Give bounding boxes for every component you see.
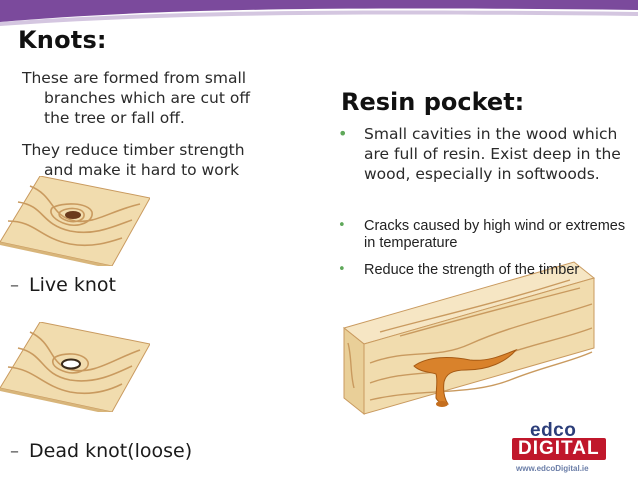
- resin-bullet-text: Cracks caused by high wind or extremes i…: [364, 218, 626, 251]
- resin-bullet-text: Small cavities in the wood which are ful…: [364, 125, 621, 183]
- knots-description-line: branches which are cut off: [44, 89, 251, 107]
- dead-knot-text: Dead knot(loose): [29, 440, 193, 462]
- knots-title: Knots:: [18, 26, 107, 54]
- bullet-icon: •: [338, 124, 348, 143]
- logo-digital-text: DIGITAL: [512, 438, 606, 460]
- header-swoosh: [0, 0, 638, 26]
- knots-effect: They reduce timber strength and make it …: [22, 140, 292, 180]
- resin-pocket-illustration: [342, 261, 596, 416]
- logo-edco-text: edco: [530, 420, 577, 441]
- dead-knot-label: –Dead knot(loose): [10, 440, 192, 462]
- dash-icon: –: [10, 441, 19, 462]
- dash-icon: –: [10, 275, 19, 296]
- bullet-icon: •: [338, 218, 346, 233]
- knots-description-line: These are formed from small: [22, 69, 247, 87]
- live-knot-illustration: [0, 176, 150, 266]
- logo-url-text: www.edcoDigital.ie: [516, 464, 589, 473]
- resin-bullet-text: Reduce the strength of the timber: [364, 262, 580, 278]
- knots-description: These are formed from small branches whi…: [22, 68, 292, 128]
- edco-digital-logo: edco DIGITAL www.edcoDigital.ie: [500, 420, 634, 476]
- live-knot-label: –Live knot: [10, 274, 116, 296]
- bullet-icon: •: [338, 262, 346, 277]
- knots-effect-line: They reduce timber strength: [22, 141, 245, 159]
- knots-effect-line: and make it hard to work: [44, 161, 240, 179]
- knots-description-line: the tree or fall off.: [44, 109, 185, 127]
- resin-pocket-title: Resin pocket:: [341, 88, 525, 116]
- live-knot-text: Live knot: [29, 274, 116, 296]
- dead-knot-illustration: [0, 322, 150, 412]
